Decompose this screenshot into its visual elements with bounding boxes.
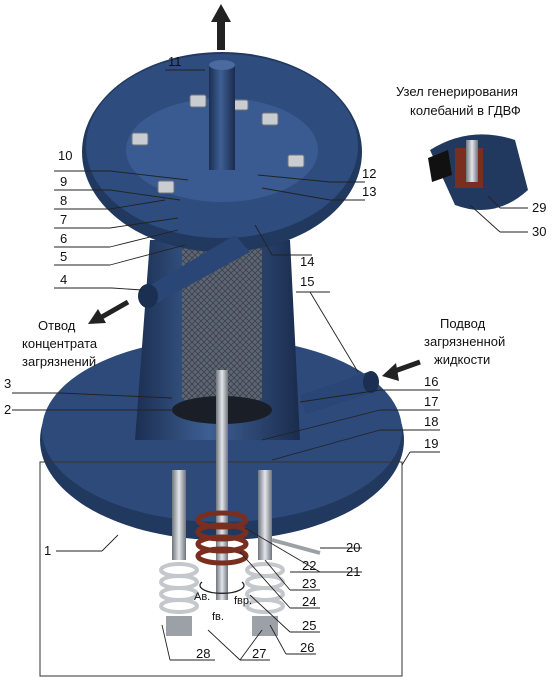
- callout-5: 5: [60, 249, 67, 264]
- callout-4: 4: [60, 272, 67, 287]
- callout-15: 15: [300, 274, 314, 289]
- callout-22: 22: [302, 558, 316, 573]
- callout-23: 23: [302, 576, 316, 591]
- right-valve-nut: [252, 616, 278, 636]
- callout-13: 13: [362, 184, 376, 199]
- right-valve-rod: [258, 470, 272, 560]
- outlet-arrow-icon: [88, 299, 130, 324]
- flange-bolts: [131, 94, 305, 194]
- callout-11: 11: [168, 54, 182, 69]
- symbol-f: fв.: [212, 611, 224, 623]
- central-spring: [195, 510, 249, 566]
- callout-14: 14: [300, 254, 314, 269]
- left-valve-nut: [166, 616, 192, 636]
- callout-18: 18: [424, 414, 438, 429]
- outlet-caption-line3: загрязнений: [22, 354, 96, 369]
- callout-27: 27: [252, 646, 266, 661]
- callout-1: 1: [44, 543, 51, 558]
- central-rod: [216, 370, 228, 600]
- outlet-caption-line1: Отвод: [38, 318, 76, 333]
- callout-26: 26: [300, 640, 314, 655]
- callout-2: 2: [4, 402, 11, 417]
- callout-6: 6: [60, 231, 67, 246]
- callout-30: 30: [532, 224, 546, 239]
- rotation-arrow-icon: [199, 581, 245, 594]
- outlet-pipe-end: [209, 60, 235, 70]
- symbol-a: Aв.: [194, 591, 210, 603]
- callout-21: 21: [346, 564, 360, 579]
- inlet-arrow-icon: [382, 359, 421, 381]
- callout-24: 24: [302, 594, 316, 609]
- inset-title-line2: колебаний в ГДВФ: [410, 103, 521, 118]
- adjusting-handle: [271, 538, 321, 555]
- up-arrow-icon: [211, 4, 231, 50]
- inlet-caption-line3: жидкости: [434, 352, 490, 367]
- callout-labels: 1 2 3 4 5 6 7 8 9 10 11 12 13 14 15 16 1…: [4, 54, 546, 661]
- inlet-pipe-end: [363, 371, 379, 393]
- concentrate-outlet-end: [138, 284, 158, 308]
- callout-25: 25: [302, 618, 316, 633]
- outlet-caption-line2: концентрата: [22, 336, 98, 351]
- callout-17: 17: [424, 394, 438, 409]
- callout-10: 10: [58, 148, 72, 163]
- callout-20: 20: [346, 540, 360, 555]
- callouts: [12, 69, 528, 661]
- symbol-fvr: fвр.: [234, 595, 252, 607]
- callout-12: 12: [362, 166, 376, 181]
- concentrate-outlet-pipe: [142, 235, 250, 303]
- oscillation-node-inset: [428, 134, 528, 210]
- inlet-caption-line2: загрязненной: [424, 334, 505, 349]
- callout-3: 3: [4, 376, 11, 391]
- callout-19: 19: [424, 436, 438, 451]
- callout-16: 16: [424, 374, 438, 389]
- inlet-pipe: [300, 372, 375, 414]
- inset-title-line1: Узел генерирования: [396, 84, 518, 99]
- callout-8: 8: [60, 193, 67, 208]
- callout-29: 29: [532, 200, 546, 215]
- callout-7: 7: [60, 212, 67, 227]
- left-valve-spring: [159, 562, 199, 614]
- right-valve-spring: [245, 562, 285, 614]
- left-valve-rod: [172, 470, 186, 560]
- callout-28: 28: [196, 646, 210, 661]
- outlet-pipe: [209, 65, 235, 170]
- inlet-caption-line1: Подвод: [440, 316, 486, 331]
- callout-9: 9: [60, 174, 67, 189]
